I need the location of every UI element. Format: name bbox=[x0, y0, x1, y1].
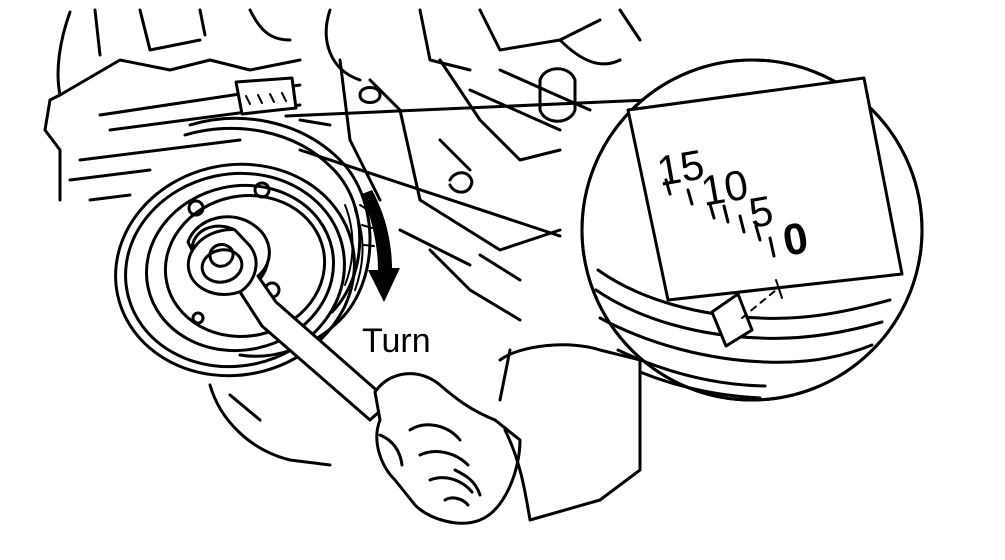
scale-mark-15: 15 bbox=[653, 140, 707, 194]
crankshaft-pulley bbox=[114, 116, 375, 378]
hand bbox=[373, 343, 642, 525]
curved-down-arrow-icon bbox=[362, 190, 400, 302]
pulley-zoomed bbox=[594, 268, 892, 400]
turn-label: Turn bbox=[362, 322, 431, 360]
timing-scale-zoomed: 15 10 5 0 bbox=[626, 76, 904, 302]
wrench bbox=[186, 215, 392, 422]
timing-scale-small bbox=[234, 76, 298, 116]
